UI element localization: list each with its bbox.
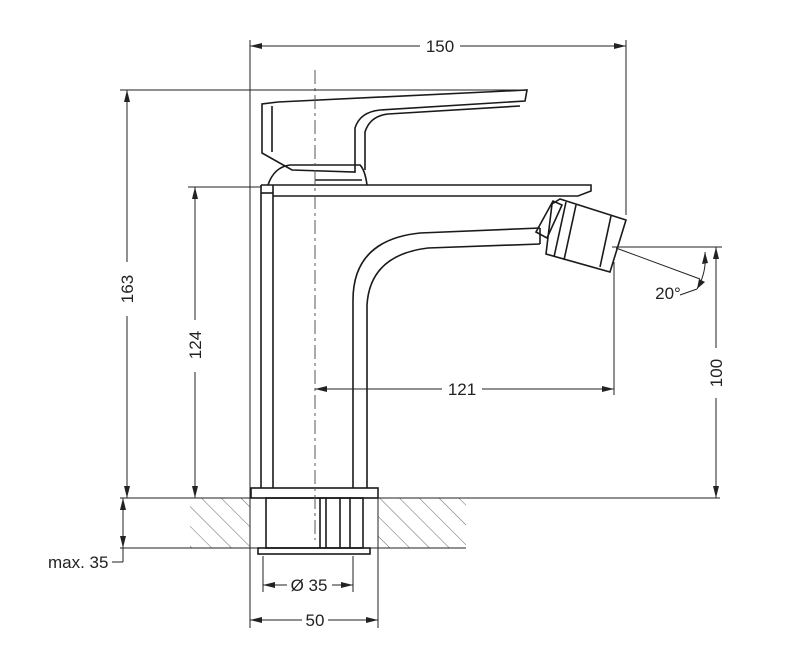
dimension-outlet-angle: 20°	[615, 247, 708, 303]
dimension-hole-diameter: Ø 35	[263, 576, 353, 595]
dimension-spout-height: 124	[186, 187, 205, 498]
dimension-total-width: 150	[250, 37, 626, 56]
extension-lines	[120, 40, 722, 628]
faucet-body	[260, 164, 592, 488]
label-hole-diameter: Ø 35	[291, 576, 328, 595]
label-total-height: 163	[118, 275, 137, 303]
label-outlet-angle: 20°	[655, 284, 681, 303]
label-outlet-height: 100	[707, 359, 726, 387]
label-base-diameter: 50	[306, 611, 325, 630]
spout	[352, 227, 541, 488]
dimension-spout-reach: 121	[315, 380, 614, 399]
label-max-deck-thickness: max. 35	[48, 553, 108, 572]
dimension-base-diameter: 50	[250, 611, 378, 630]
dimension-outlet-height: 100	[707, 247, 726, 498]
dimension-max-deck-thickness: max. 35	[48, 498, 126, 572]
label-total-width: 150	[426, 37, 454, 56]
label-spout-reach: 121	[448, 380, 476, 399]
mounting-deck	[120, 497, 720, 549]
lever-handle	[261, 89, 528, 173]
label-spout-height: 124	[186, 331, 205, 359]
aerator-outlet	[534, 198, 627, 273]
dimension-total-height: 163	[118, 90, 137, 498]
